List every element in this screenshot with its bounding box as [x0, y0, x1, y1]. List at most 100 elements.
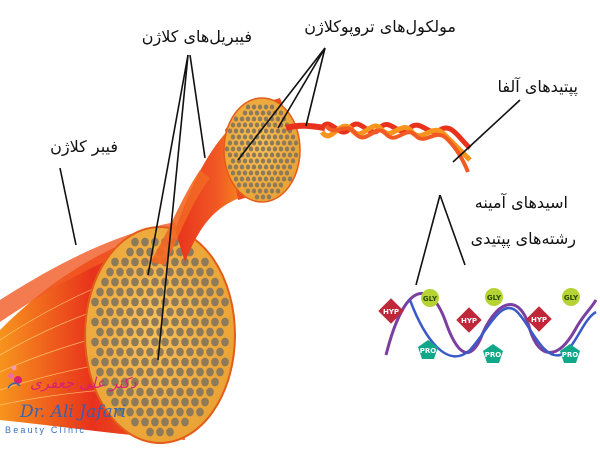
fibril-dot [186, 407, 194, 417]
gly-residue: GLY [485, 288, 503, 306]
fibril-dot [281, 152, 287, 158]
fibril-dot [290, 158, 296, 164]
fibril-dot [245, 128, 251, 134]
fibril-dot [269, 188, 275, 194]
fibril-dot [206, 307, 214, 317]
hyp-residue: HYP [378, 298, 404, 324]
fibril-dot [191, 257, 199, 267]
fibril-dot [116, 267, 124, 277]
fibril-dot [272, 122, 278, 128]
fibril-dot [166, 387, 174, 397]
fibril-dot [254, 146, 260, 152]
fibril-dot [136, 407, 144, 417]
fibril-dot [141, 297, 149, 307]
fibril-dot [245, 152, 251, 158]
fibril-dot [206, 347, 214, 357]
fibril-dot [287, 176, 293, 182]
fibril-dot [233, 128, 239, 134]
fibril-dot [141, 397, 149, 407]
fibril-dot [230, 134, 236, 140]
label-amino-acids: اسیدهای آمینه [475, 193, 568, 212]
fibril-dot [161, 357, 169, 367]
fibril-dot [248, 110, 254, 116]
fibril-dot [263, 152, 269, 158]
fibril-dot [233, 164, 239, 170]
fibril-dot [257, 104, 263, 110]
fibril-dot [131, 317, 139, 327]
fibril-dot [196, 407, 204, 417]
fibril-dot [284, 146, 290, 152]
label-collagen-fibrils: فیبریل‌های کلاژن [142, 27, 252, 47]
fibril-dot [211, 317, 219, 327]
fibril-dot [151, 377, 159, 387]
fibril-dot [263, 104, 269, 110]
fibril-dot [181, 417, 189, 427]
fibril-dot [146, 267, 154, 277]
fibril-dot [121, 377, 129, 387]
fibril-dot [281, 128, 287, 134]
svg-text:GLY: GLY [487, 294, 502, 302]
fibril-dot [141, 257, 149, 267]
fibril-dot [176, 307, 184, 317]
fibril-dot [266, 146, 272, 152]
fibril-dot [156, 367, 164, 377]
fibril-dot [176, 367, 184, 377]
fibril-dot [196, 327, 204, 337]
fibril-dot [254, 170, 260, 176]
fibril-dot [161, 397, 169, 407]
fibril-dot [111, 297, 119, 307]
fibril-dot [146, 327, 154, 337]
fibril-dot [166, 427, 174, 437]
fibril-dot [101, 277, 109, 287]
fibril-dot [171, 257, 179, 267]
fibril-dot [233, 176, 239, 182]
fibril-dot [171, 297, 179, 307]
fibril-dot [260, 146, 266, 152]
fibril-dot [156, 427, 164, 437]
fibril-dot [136, 387, 144, 397]
fibril-dot [161, 417, 169, 427]
fibril-dot [196, 367, 204, 377]
fibril-dot [136, 307, 144, 317]
fibril-dot [236, 146, 242, 152]
fibril-dot [146, 307, 154, 317]
fibril-dot [111, 277, 119, 287]
fibril-dot [156, 287, 164, 297]
fibril-dots-small [224, 104, 299, 200]
fibril-dot [221, 317, 229, 327]
fibril-dot [230, 170, 236, 176]
label-peptide-chains: رشته‌های پپتیدی [471, 229, 576, 249]
fibril-dot [278, 170, 284, 176]
fibril-dot [111, 377, 119, 387]
fibril-dot [227, 128, 233, 134]
flower-logo-icon [7, 365, 22, 389]
fibril-dot [239, 176, 245, 182]
fibril-dot [161, 317, 169, 327]
pro-residue: PRO [418, 340, 438, 359]
fibril-dot [211, 337, 219, 347]
fibril-dot [151, 357, 159, 367]
residue-group-2: HYP GLY PRO [456, 288, 503, 363]
fibril-dot [239, 116, 245, 122]
fibril-dot [111, 317, 119, 327]
fibril-dot [186, 307, 194, 317]
fibril-dot [121, 357, 129, 367]
fibril-dot [266, 134, 272, 140]
fibril-dot [248, 170, 254, 176]
fibril-dot [269, 152, 275, 158]
fibril-dot [266, 122, 272, 128]
svg-text:GLY: GLY [423, 295, 438, 303]
fibril-dot [101, 297, 109, 307]
fibril-dot [116, 347, 124, 357]
fibril-dot [181, 397, 189, 407]
fibril-dot [181, 317, 189, 327]
fibril-dot [216, 287, 224, 297]
fibril-dot [278, 110, 284, 116]
fibril-dot [146, 367, 154, 377]
fibril-dot [101, 377, 109, 387]
fibril-dot [96, 287, 104, 297]
fibril-dot [161, 337, 169, 347]
leader-lines [59, 47, 521, 361]
fibril-dot [121, 317, 129, 327]
